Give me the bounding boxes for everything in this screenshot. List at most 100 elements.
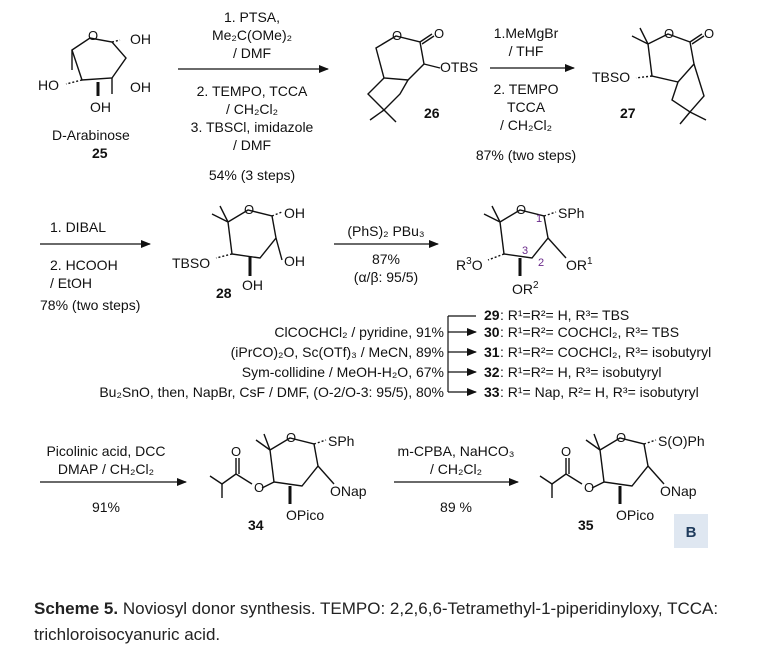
svg-text:Bu₂SnO, then, NapBr, CsF / DMF: Bu₂SnO, then, NapBr, CsF / DMF, (O-2/O-3…: [99, 384, 444, 400]
svg-text:91%: 91%: [92, 499, 120, 515]
c27-carbonyl-o: O: [704, 26, 714, 41]
svg-text:/ CH₂Cl₂: / CH₂Cl₂: [226, 101, 278, 117]
core-ring-o: O: [516, 202, 526, 217]
c26-otbs: OTBS: [440, 59, 478, 75]
arrow-1-conditions: 1. PTSA, Me₂C(OMe)₂ / DMF 2. TEMPO, TCCA…: [191, 9, 314, 183]
derivatives-list: 29 : R¹=R²= H, R³= TBS ClCOCHCl₂ / pyrid…: [99, 307, 711, 400]
svg-text:78% (two steps): 78% (two steps): [40, 297, 140, 313]
core-r3o: R3O: [456, 256, 483, 273]
svg-text:: R¹=R²= COCHCl₂, R³= TBS: : R¹=R²= COCHCl₂, R³= TBS: [500, 324, 679, 340]
arrow-3-conditions: 1. DIBAL 2. HCOOH / EtOH 78% (two steps): [40, 219, 140, 313]
c35-ring-o: O: [616, 430, 626, 445]
arrow-2-conditions: 1.MeMgBr / THF 2. TEMPO TCCA / CH₂Cl₂ 87…: [476, 25, 576, 163]
scheme-caption: Scheme 5. Noviosyl donor synthesis. TEMP…: [34, 596, 734, 648]
svg-text:ClCOCHCl₂ / pyridine, 91%: ClCOCHCl₂ / pyridine, 91%: [274, 324, 444, 340]
compound-26-structure: [367, 33, 441, 123]
c35-ester-o: O: [584, 480, 594, 495]
arrow-6-conditions: m-CPBA, NaHCO₃ / CH₂Cl₂ 89 %: [398, 443, 515, 515]
c34-carbonyl-o: O: [231, 444, 241, 459]
c27-tbso: TBSO: [592, 69, 630, 85]
svg-text:87%: 87%: [372, 251, 400, 267]
caption-label: Scheme 5.: [34, 599, 119, 618]
c34-ester-o: O: [254, 480, 264, 495]
c28-oh-3: OH: [242, 277, 263, 293]
svg-text:TCCA: TCCA: [507, 99, 546, 115]
derivative-29: 29 : R¹=R²= H, R³= TBS: [484, 307, 629, 323]
svg-text:/ EtOH: / EtOH: [50, 275, 92, 291]
svg-text:Sym-collidine / MeOH-H₂O, 67%: Sym-collidine / MeOH-H₂O, 67%: [242, 364, 444, 380]
c34-opico: OPico: [286, 507, 324, 523]
derivative-33: Bu₂SnO, then, NapBr, CsF / DMF, (O-2/O-3…: [99, 384, 698, 400]
c28-ring-o: O: [244, 202, 254, 217]
c27-ring-o: O: [664, 26, 674, 41]
derivative-31: (iPrCO)₂O, Sc(OTf)₃ / MeCN, 89% 31 : R¹=…: [231, 344, 712, 360]
c35-onap: ONap: [660, 483, 697, 499]
svg-text:2. TEMPO: 2. TEMPO: [493, 81, 558, 97]
panel-badge-bg: [674, 514, 708, 548]
core-locant-1: 1: [536, 213, 542, 225]
c34-ring-o: O: [286, 430, 296, 445]
compound-25-structure: [65, 37, 127, 96]
svg-text:: R¹=R²= H, R³= isobutyryl: : R¹=R²= H, R³= isobutyryl: [500, 364, 661, 380]
c25-label-oh1: O: [88, 28, 98, 43]
svg-text:2. TEMPO, TCCA: 2. TEMPO, TCCA: [197, 83, 308, 99]
svg-text:87% (two steps): 87% (two steps): [476, 147, 576, 163]
svg-text:: R¹= Nap, R²= H, R³= isobutyr: : R¹= Nap, R²= H, R³= isobutyryl: [500, 384, 699, 400]
derivative-30: ClCOCHCl₂ / pyridine, 91% 30 : R¹=R²= CO…: [274, 324, 679, 340]
c34-sph: SPh: [328, 433, 354, 449]
svg-text:/ DMF: / DMF: [233, 45, 271, 61]
derivative-32: Sym-collidine / MeOH-H₂O, 67% 32 : R¹=R²…: [242, 364, 662, 380]
compound-28-structure: [211, 205, 283, 276]
derivative-arrows: [447, 315, 477, 396]
svg-text:/ CH₂Cl₂: / CH₂Cl₂: [500, 117, 552, 133]
svg-text:(α/β: 95/5): (α/β: 95/5): [354, 269, 418, 285]
svg-text:/ DMF: / DMF: [233, 137, 271, 153]
svg-text:2. HCOOH: 2. HCOOH: [50, 257, 118, 273]
c28-tbso: TBSO: [172, 255, 210, 271]
c25-name: D-Arabinose: [52, 127, 130, 143]
core-locant-3: 3: [522, 245, 528, 257]
svg-text:Me₂C(OMe)₂: Me₂C(OMe)₂: [212, 27, 292, 43]
core-sph: SPh: [558, 205, 584, 221]
c26-ring-o: O: [392, 28, 402, 43]
svg-text:29: 29: [484, 307, 500, 323]
c26-carbonyl-o: O: [434, 26, 444, 41]
arrow-5-conditions: Picolinic acid, DCC DMAP / CH₂Cl₂ 91%: [46, 443, 165, 515]
core-locant-2: 2: [538, 257, 544, 269]
compound-29-33-core-structure: [483, 205, 567, 276]
svg-text:Picolinic acid, DCC: Picolinic acid, DCC: [46, 443, 165, 459]
svg-text:32: 32: [484, 364, 500, 380]
c25-oh-3: OH: [90, 99, 111, 115]
svg-text:(iPrCO)₂O, Sc(OTf)₃ / MeCN, 89: (iPrCO)₂O, Sc(OTf)₃ / MeCN, 89%: [231, 344, 444, 360]
arrow-4-conditions: (PhS)₂ PBu₃ 87% (α/β: 95/5): [347, 223, 424, 285]
svg-text:/ THF: / THF: [509, 43, 544, 59]
svg-text:: R¹=R²= H, R³= TBS: : R¹=R²= H, R³= TBS: [500, 307, 629, 323]
svg-text:89 %: 89 %: [440, 499, 472, 515]
svg-text:3. TBSCl, imidazole: 3. TBSCl, imidazole: [191, 119, 314, 135]
reaction-scheme: O OH HO OH OH D-Arabinose 25 1. PTSA, Me…: [38, 9, 714, 548]
compound-34-structure: [209, 433, 335, 504]
svg-text:30: 30: [484, 324, 500, 340]
c25-number: 25: [92, 145, 108, 161]
c25-ho: HO: [38, 77, 59, 93]
c25-oh-anomeric: OH: [130, 31, 151, 47]
compound-35-structure: [539, 433, 665, 504]
compound-27-structure: [631, 27, 707, 125]
svg-text:31: 31: [484, 344, 500, 360]
svg-text:1. DIBAL: 1. DIBAL: [50, 219, 106, 235]
c35-opico: OPico: [616, 507, 654, 523]
c27-number: 27: [620, 105, 636, 121]
c35-carbonyl-o: O: [561, 444, 571, 459]
core-or1: OR1: [566, 256, 593, 273]
c34-onap: ONap: [330, 483, 367, 499]
c28-oh-2: OH: [284, 253, 305, 269]
core-or2: OR2: [512, 280, 539, 297]
c35-number: 35: [578, 517, 594, 533]
c28-number: 28: [216, 285, 232, 301]
svg-text:1.MeMgBr: 1.MeMgBr: [494, 25, 559, 41]
svg-text:33: 33: [484, 384, 500, 400]
svg-text:(PhS)₂ PBu₃: (PhS)₂ PBu₃: [347, 223, 424, 239]
c28-oh-anomeric: OH: [284, 205, 305, 221]
svg-text:54% (3 steps): 54% (3 steps): [209, 167, 295, 183]
caption-text: Noviosyl donor synthesis. TEMPO: 2,2,6,6…: [34, 599, 719, 644]
